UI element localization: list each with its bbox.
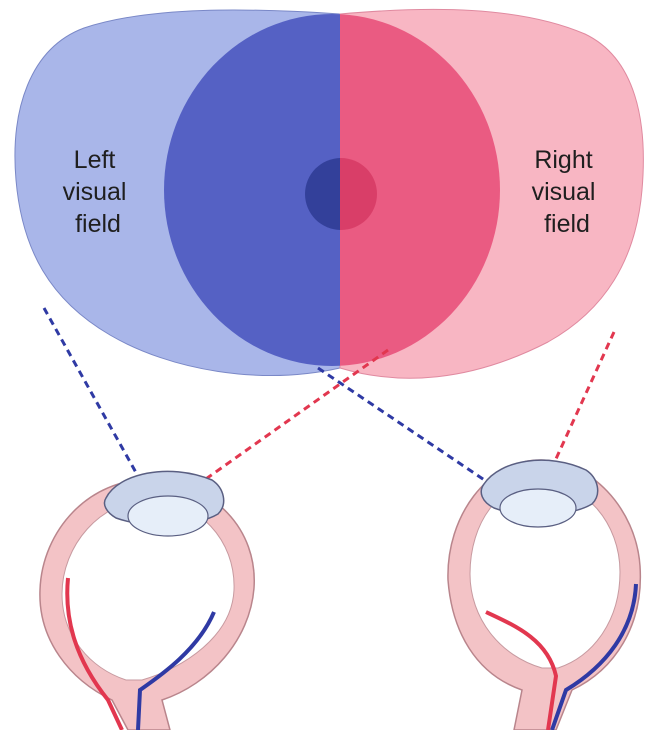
left-eye-icon — [40, 471, 254, 730]
right-eye-icon — [448, 460, 640, 730]
